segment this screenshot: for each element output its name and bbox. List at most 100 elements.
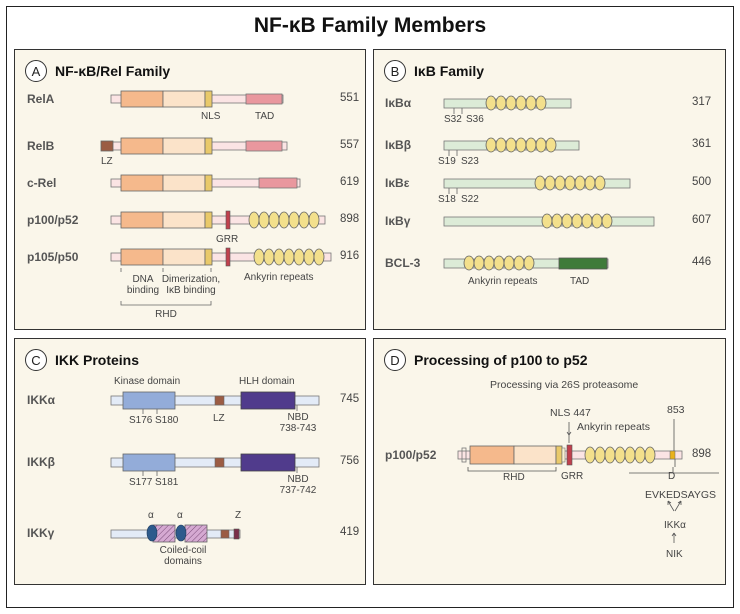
row-label-relb: RelB — [27, 139, 55, 153]
coiled-coil-label: Coiled-coil domains — [159, 545, 207, 567]
site-s18: S18 — [438, 194, 456, 205]
ikkg-protein — [110, 524, 241, 543]
row-label-ikka: IKKα — [27, 393, 56, 407]
site-s176: S176 — [129, 415, 153, 426]
ikka-kinase-label: IKKα — [664, 520, 686, 531]
p100-ankyrin-repeats — [248, 211, 320, 229]
nbd-ikkb: NBD 737-742 — [279, 474, 317, 496]
panel-d-badge: D — [384, 349, 406, 371]
bcl3-tad-label: TAD — [570, 276, 590, 287]
length-crel: 619 — [340, 176, 360, 188]
p100-processing-protein — [457, 444, 683, 466]
row-label-crel: c-Rel — [27, 176, 57, 190]
panel-b-badge: B — [384, 60, 406, 82]
rela-tad — [245, 93, 283, 105]
pos-853-label: 853 — [667, 404, 685, 416]
rela-dimerization-domain — [162, 90, 206, 108]
relb-protein — [100, 137, 288, 155]
p105-protein — [110, 247, 332, 267]
dna-binding-label: DNA binding — [126, 274, 160, 296]
d-site-label: D — [668, 471, 676, 482]
length-ikba: 317 — [692, 96, 712, 108]
bcl3-protein — [443, 255, 609, 271]
rela-protein — [110, 90, 284, 108]
row-label-ikbg: IκBγ — [385, 214, 411, 228]
crel-protein — [110, 174, 301, 192]
panel-a-badge: A — [25, 60, 47, 82]
lz-label-ikk: LZ — [213, 413, 225, 424]
row-label-ikkg: IKKγ — [27, 526, 55, 540]
length-relb: 557 — [340, 139, 360, 151]
panel-c-title: IKK Proteins — [55, 352, 140, 368]
p100-grr — [225, 210, 231, 230]
length-d-p100: 898 — [692, 448, 712, 460]
length-ikkg: 419 — [340, 526, 360, 538]
site-s23: S23 — [461, 156, 479, 167]
p105-grr — [225, 247, 231, 267]
alpha-label-1: α — [148, 510, 154, 521]
relb-tad — [245, 140, 283, 152]
row-label-rela: RelA — [27, 92, 55, 106]
panel-c-diagram — [110, 391, 320, 543]
length-ikbe: 500 — [692, 176, 712, 188]
figure-title: NF-κB Family Members — [253, 14, 487, 37]
site-s19: S19 — [438, 156, 456, 167]
row-label-p105: p105/p50 — [27, 250, 79, 264]
ikka-lz — [214, 395, 225, 406]
length-p100: 898 — [340, 213, 360, 225]
bcl3-tad — [558, 257, 608, 270]
row-label-d-p100: p100/p52 — [385, 448, 437, 462]
ikka-hlh-domain — [240, 391, 296, 410]
bcl3-ankyrin-label: Ankyrin repeats — [468, 276, 538, 287]
nbd-ikka: NBD 738-743 — [279, 412, 317, 434]
rela-nls — [204, 90, 213, 108]
panel-b-title: IκB Family — [414, 63, 485, 79]
panel-c-badge: C — [25, 349, 47, 371]
length-p105: 916 — [340, 250, 360, 262]
panel-d-title: Processing of p100 to p52 — [414, 352, 588, 368]
length-rela: 551 — [340, 92, 360, 104]
ikkg-zinc-finger — [233, 528, 240, 540]
rhd-brackets — [120, 268, 212, 306]
d-lines — [467, 419, 719, 543]
crel-tad — [258, 177, 298, 189]
length-ikbb: 361 — [692, 138, 712, 150]
d-degron-site — [669, 450, 676, 460]
z-label: Z — [235, 510, 242, 521]
row-label-p100: p100/p52 — [27, 213, 79, 227]
ikkb-hlh-domain — [240, 453, 296, 472]
ikkb-protein — [110, 453, 320, 476]
d-ankyrin-repeats — [584, 446, 656, 464]
ankyrin-repeats-label: Ankyrin repeats — [244, 272, 314, 283]
panel-a-diagram — [100, 90, 332, 306]
row-label-ikbe: IκBε — [385, 176, 410, 190]
ikba-protein — [443, 95, 572, 114]
row-label-bcl3: BCL-3 — [385, 256, 421, 270]
length-ikkb: 756 — [340, 455, 360, 467]
panel-b-diagram — [443, 95, 655, 271]
site-s32: S32 — [444, 114, 462, 125]
ikkg-alpha-helix-2 — [175, 524, 187, 542]
d-rhd-dna-domain — [469, 445, 515, 465]
panel-a: A NF-κB/Rel Family RelA RelB c-Rel p100/p… — [14, 49, 366, 330]
nls-label: NLS — [201, 111, 221, 122]
panel-d-diagram — [457, 419, 719, 543]
grr-label: GRR — [216, 234, 239, 245]
ikka-protein — [110, 391, 320, 414]
relb-leucine-zipper — [100, 140, 114, 152]
lz-label: LZ — [101, 156, 113, 167]
p105-ankyrin-repeats — [253, 248, 325, 266]
nls-447-label: NLS 447 — [550, 407, 591, 419]
ikkb-lz — [214, 457, 225, 468]
ikka-kinase-domain — [122, 391, 176, 410]
ikbg-protein — [443, 213, 655, 229]
panel-a-title: NF-κB/Rel Family — [55, 63, 171, 79]
d-rhd-label: RHD — [503, 472, 525, 483]
tad-label: TAD — [255, 111, 275, 122]
d-grr-label: GRR — [561, 471, 584, 482]
motif-label: EVKEDSAYGS — [645, 489, 716, 501]
ikkg-alpha-helix-1 — [146, 524, 158, 542]
